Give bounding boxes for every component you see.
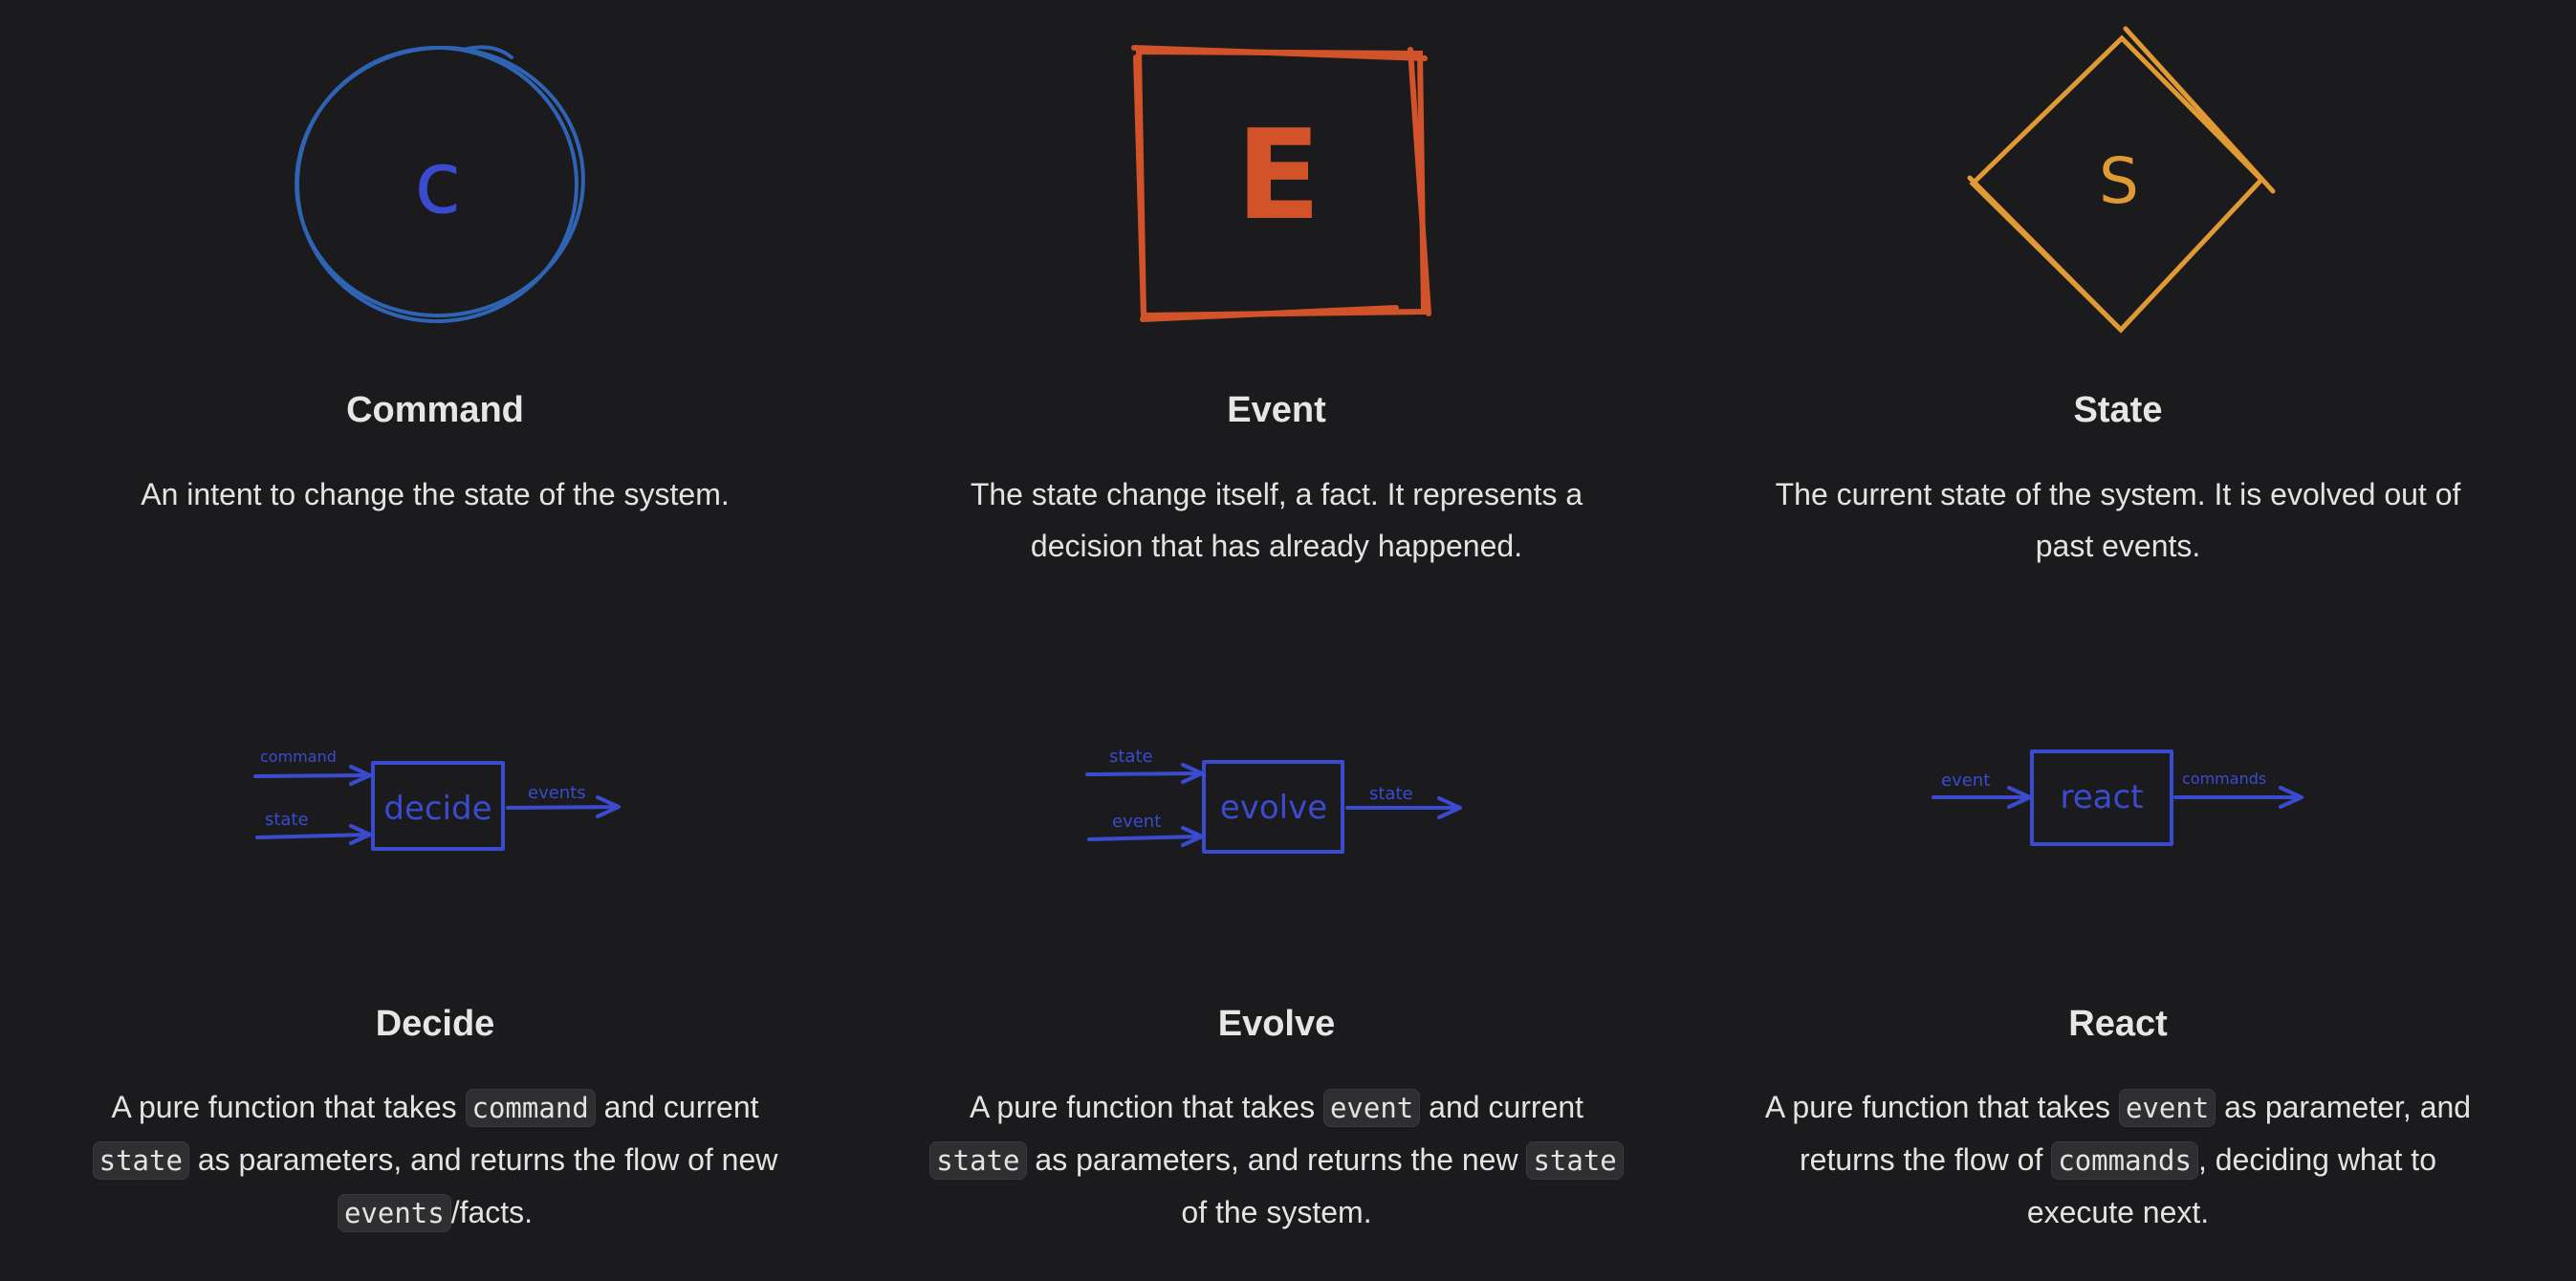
react-box-label: react bbox=[2060, 778, 2143, 816]
code-state-new: state bbox=[1526, 1141, 1624, 1180]
state-glyph: S bbox=[2099, 144, 2139, 218]
decide-input-label-1: command bbox=[260, 748, 337, 766]
evolve-input-label-1: state bbox=[1109, 747, 1153, 767]
code-command: command bbox=[465, 1089, 596, 1127]
react-input-label: event bbox=[1941, 771, 1990, 791]
event-glyph: E bbox=[1236, 102, 1321, 248]
code-event: event bbox=[1322, 1089, 1421, 1127]
event-description: The state change itself, a fact. It repr… bbox=[970, 477, 1583, 563]
evolve-box-label: evolve bbox=[1220, 789, 1327, 827]
decide-input-label-2: state bbox=[265, 810, 309, 830]
command-description: An intent to change the state of the sys… bbox=[141, 477, 730, 511]
state-diamond-illustration: S bbox=[1967, 26, 2276, 334]
evolve-input-label-2: event bbox=[1112, 812, 1161, 832]
decide-title: Decide bbox=[375, 1004, 495, 1044]
decide-diagram: command state decide events bbox=[253, 748, 621, 851]
evolve-diagram: state event evolve state bbox=[1085, 747, 1462, 854]
decide-description: A pure function that takes command and c… bbox=[81, 1081, 789, 1239]
event-square-illustration: E bbox=[1131, 45, 1431, 322]
command-circle-illustration: c bbox=[295, 45, 585, 323]
code-state: state bbox=[92, 1141, 189, 1180]
code-commands: commands bbox=[2051, 1141, 2198, 1180]
event-title: Event bbox=[1227, 390, 1326, 430]
react-title: React bbox=[2068, 1004, 2168, 1044]
state-description: The current state of the system. It is e… bbox=[1775, 477, 2461, 563]
decide-box-label: decide bbox=[383, 790, 491, 828]
react-diagram: event react commands bbox=[1932, 749, 2303, 846]
command-title: Command bbox=[346, 390, 524, 430]
command-glyph: c bbox=[414, 133, 461, 233]
code-events: events bbox=[337, 1194, 451, 1232]
decide-output-label: events bbox=[528, 783, 586, 803]
evolve-output-label: state bbox=[1369, 784, 1413, 804]
react-output-label: commands bbox=[2182, 770, 2266, 788]
evolve-description: A pure function that takes event and cur… bbox=[923, 1081, 1630, 1238]
code-state: state bbox=[929, 1141, 1027, 1180]
code-event: event bbox=[2118, 1089, 2216, 1127]
state-title: State bbox=[2073, 390, 2163, 430]
react-description: A pure function that takes event as para… bbox=[1764, 1089, 2472, 1229]
evolve-title: Evolve bbox=[1217, 1004, 1336, 1044]
